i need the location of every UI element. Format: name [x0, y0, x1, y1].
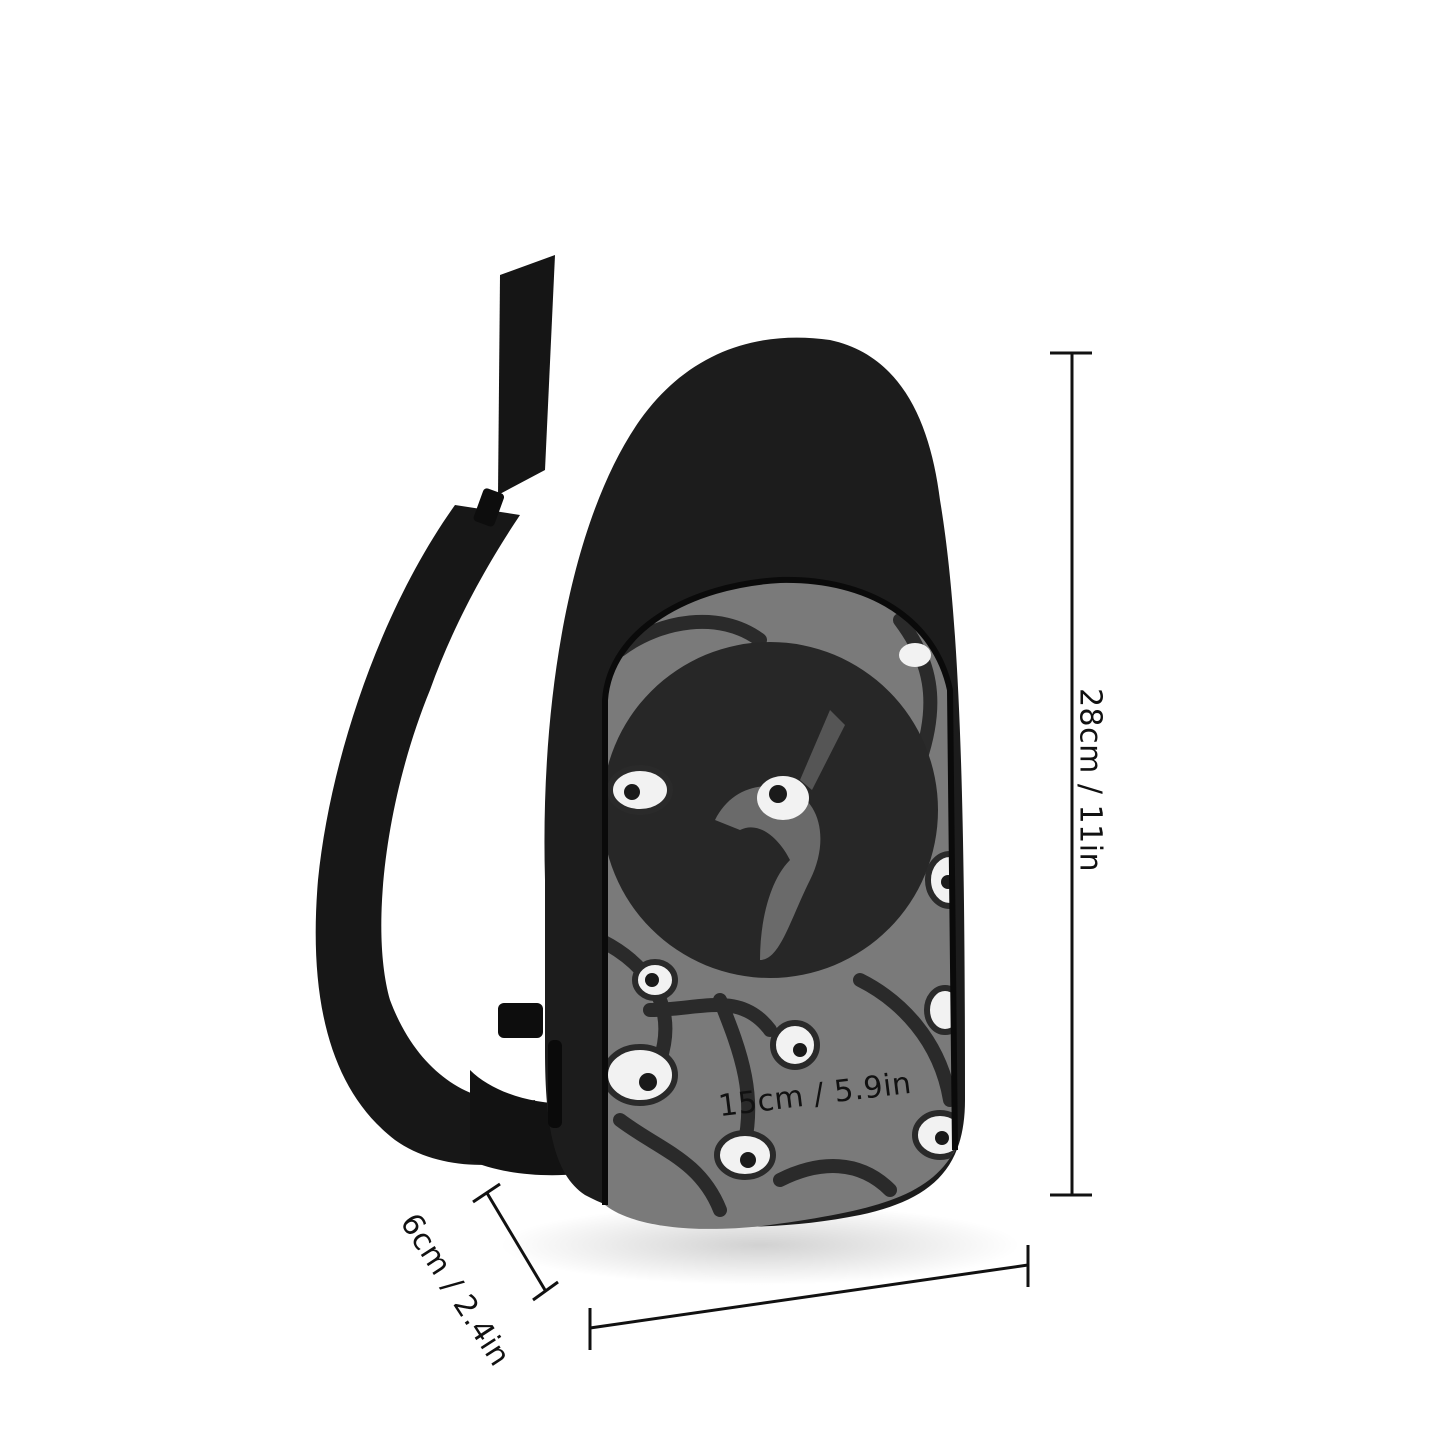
front-panel-print — [605, 579, 955, 1229]
height-dimension-label: 28cm / 11in — [1072, 687, 1108, 873]
zipper — [602, 576, 958, 1205]
strap-ring — [498, 1003, 543, 1038]
width-line — [589, 1263, 1029, 1330]
drop-shadow — [500, 1205, 1020, 1285]
strap-buckle — [473, 488, 505, 527]
depth-line — [485, 1192, 547, 1291]
dimension-lines — [472, 351, 1092, 1350]
zipper-pull — [548, 1040, 562, 1128]
bird-motif-icon — [715, 710, 845, 960]
